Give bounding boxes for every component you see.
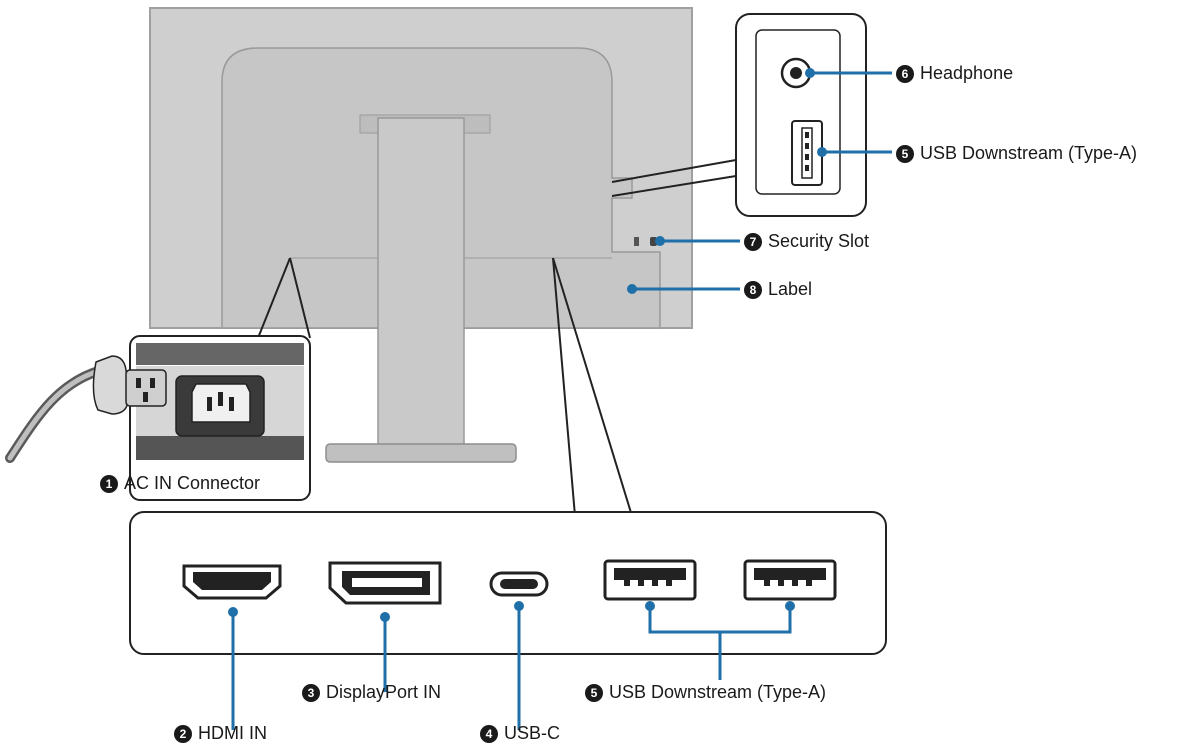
callout-number: 5 xyxy=(896,144,914,163)
callout-number: 1 xyxy=(100,474,118,493)
security-slot-icon xyxy=(634,237,657,246)
callout-text: USB-C xyxy=(504,723,561,743)
headphone-jack-icon xyxy=(780,57,812,89)
callout-usb-downstream-bottom: 5 USB Downstream (Type-A) xyxy=(585,682,826,703)
callout-number: 7 xyxy=(744,232,762,251)
callout-label: 8 Label xyxy=(744,279,812,300)
usbc-port-icon xyxy=(489,571,549,597)
power-cord-icon xyxy=(5,355,167,463)
callout-text: Label xyxy=(768,279,813,299)
monitor-stand xyxy=(325,117,517,463)
callout-number: 5 xyxy=(585,683,603,702)
callout-number: 2 xyxy=(174,724,192,743)
zoom-lines xyxy=(257,159,737,517)
callout-text: USB Downstream (Type-A) xyxy=(920,143,1138,163)
ac-socket-icon xyxy=(191,383,251,423)
callout-headphone: 6 Headphone xyxy=(896,63,1013,84)
callout-usb-downstream-side: 5 USB Downstream (Type-A) xyxy=(896,143,1137,164)
callout-number: 3 xyxy=(302,683,320,702)
callout-number: 6 xyxy=(896,64,914,83)
callout-ac-in: 1 AC IN Connector xyxy=(100,473,260,494)
leader-lines xyxy=(231,71,892,730)
usb-a-port-icon xyxy=(603,559,697,601)
callout-number: 8 xyxy=(744,280,762,299)
callout-text: AC IN Connector xyxy=(124,473,261,493)
callout-security-slot: 7 Security Slot xyxy=(744,231,869,252)
callout-text: Security Slot xyxy=(768,231,870,251)
callout-number: 4 xyxy=(480,724,498,743)
callout-hdmi-in: 2 HDMI IN xyxy=(174,723,267,744)
bottom-inset-box xyxy=(129,511,887,655)
displayport-port-icon xyxy=(328,561,442,605)
side-inset-box xyxy=(735,13,867,217)
callout-usb-c: 4 USB-C xyxy=(480,723,560,744)
leader-dots xyxy=(228,68,827,622)
callout-text: USB Downstream (Type-A) xyxy=(609,682,827,702)
callout-text: DisplayPort IN xyxy=(326,682,442,702)
callout-text: HDMI IN xyxy=(198,723,267,743)
hdmi-port-icon xyxy=(182,564,282,600)
usb-a-port-icon xyxy=(743,559,837,601)
callout-text: Headphone xyxy=(920,63,1014,83)
callout-displayport-in: 3 DisplayPort IN xyxy=(302,682,441,703)
